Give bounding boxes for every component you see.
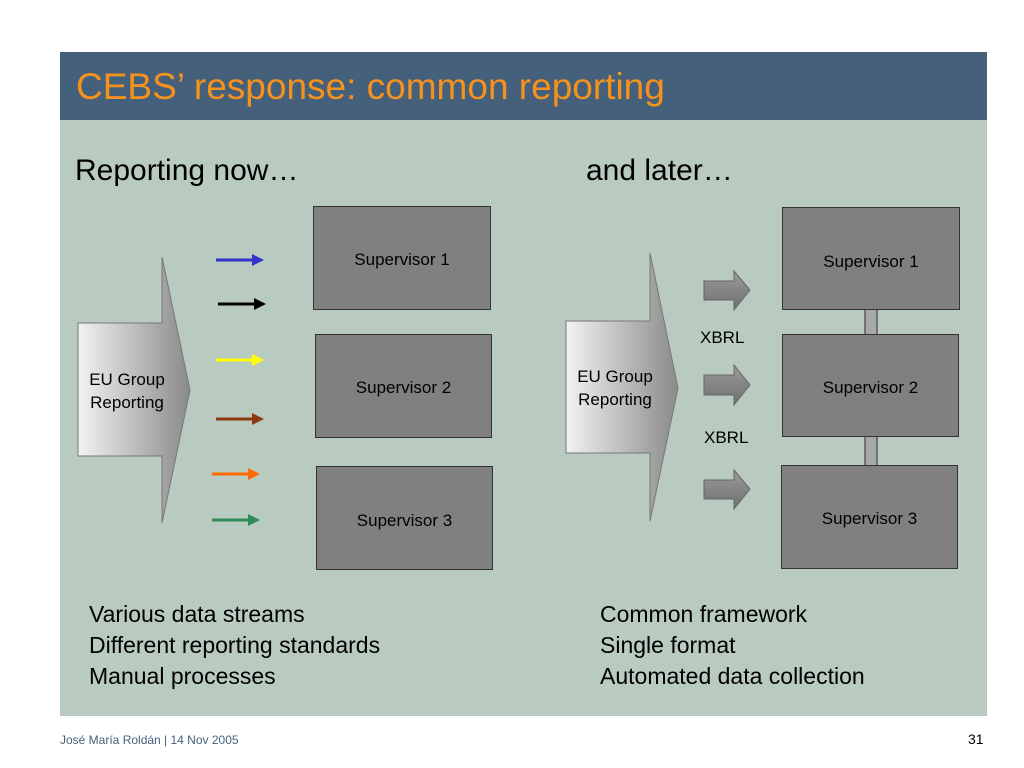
right-bullet-list: Common framework Single format Automated… bbox=[600, 599, 865, 692]
right-source-label-line2: Reporting bbox=[578, 390, 652, 409]
xbrl-flow-arrow bbox=[703, 468, 751, 511]
list-item: Single format bbox=[600, 632, 736, 658]
left-source-arrow bbox=[77, 256, 191, 524]
stream-arrow bbox=[216, 354, 264, 366]
list-item: Automated data collection bbox=[600, 663, 865, 689]
right-source-label: EU Group Reporting bbox=[560, 365, 670, 411]
xbrl-flow-arrow bbox=[703, 363, 751, 407]
left-supervisor-2: Supervisor 2 bbox=[315, 334, 492, 438]
right-supervisor-1-label: Supervisor 1 bbox=[823, 252, 919, 271]
right-source-arrow bbox=[565, 252, 679, 522]
slide-title: CEBS’ response: common reporting bbox=[76, 66, 665, 107]
stream-arrow bbox=[212, 468, 260, 480]
list-item: Different reporting standards bbox=[89, 632, 381, 658]
left-supervisor-2-label: Supervisor 2 bbox=[355, 378, 452, 397]
right-supervisor-3-label: Supervisor 3 bbox=[821, 509, 918, 528]
stream-arrow bbox=[218, 298, 266, 310]
right-source-label-line1: EU Group bbox=[577, 367, 653, 386]
xbrl-flow-arrow bbox=[703, 269, 751, 312]
xbrl-label-1: XBRL bbox=[700, 328, 745, 347]
list-item: Common framework bbox=[600, 601, 808, 627]
page-number: 31 bbox=[968, 731, 984, 747]
left-source-label-line2: Reporting bbox=[90, 393, 164, 412]
stream-arrow bbox=[216, 413, 264, 425]
title-bar: CEBS’ response: common reporting bbox=[60, 52, 987, 120]
data-stream-arrows bbox=[212, 254, 266, 526]
right-supervisor-2-label: Supervisor 2 bbox=[822, 378, 919, 397]
left-supervisor-1-label: Supervisor 1 bbox=[354, 250, 450, 269]
left-supervisor-3-label: Supervisor 3 bbox=[356, 511, 453, 530]
list-item: Manual processes bbox=[89, 663, 276, 689]
list-item: Various data streams bbox=[89, 601, 305, 627]
footer-author-date: José María Roldán | 14 Nov 2005 bbox=[60, 733, 239, 747]
right-supervisor-1: Supervisor 1 bbox=[782, 207, 960, 310]
stream-arrow bbox=[216, 254, 264, 266]
right-supervisor-3: Supervisor 3 bbox=[781, 465, 958, 569]
right-supervisor-2: Supervisor 2 bbox=[782, 334, 959, 437]
left-supervisor-1: Supervisor 1 bbox=[313, 206, 491, 310]
left-supervisor-3: Supervisor 3 bbox=[316, 466, 493, 570]
xbrl-label-2: XBRL bbox=[704, 428, 749, 447]
right-heading: and later… bbox=[586, 154, 733, 187]
stream-arrow bbox=[212, 514, 260, 526]
left-bullet-list: Various data streams Different reporting… bbox=[89, 599, 380, 692]
left-source-label-line1: EU Group bbox=[89, 370, 165, 389]
left-source-label: EU Group Reporting bbox=[72, 368, 182, 414]
left-heading: Reporting now… bbox=[75, 154, 299, 187]
